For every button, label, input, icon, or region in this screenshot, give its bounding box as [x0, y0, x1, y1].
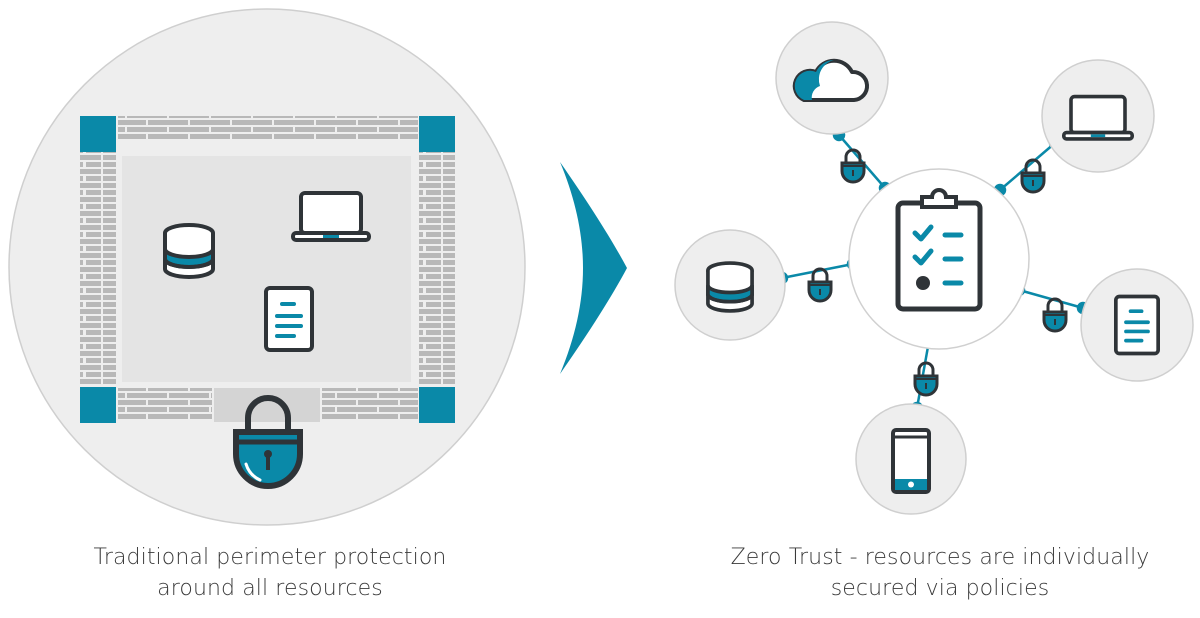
wall-left	[80, 150, 116, 386]
clipboard-checklist-icon	[895, 188, 983, 312]
padlock-icon	[913, 361, 939, 397]
wall-right	[419, 150, 455, 386]
corner-block	[419, 387, 455, 423]
corner-block	[80, 116, 116, 152]
zero-trust-panel	[674, 21, 1194, 515]
transition-arrow	[560, 162, 627, 374]
padlock-icon	[807, 267, 833, 303]
traditional-caption-line2: around all resources	[157, 576, 383, 601]
laptop-icon	[1062, 94, 1134, 141]
traditional-caption: Traditional perimeter protection around …	[60, 542, 480, 604]
padlock-icon	[840, 148, 866, 184]
wall-top	[118, 116, 418, 140]
corner-block	[80, 387, 116, 423]
padlock-icon	[1042, 297, 1068, 333]
zero-trust-caption: Zero Trust - resources are individually …	[690, 542, 1190, 604]
cloud-icon	[792, 58, 870, 102]
database-icon	[706, 261, 754, 313]
corner-block	[419, 116, 455, 152]
document-icon	[1113, 294, 1161, 356]
smartphone-icon	[891, 428, 931, 494]
wall-bottom-right	[322, 388, 418, 420]
padlock-icon	[233, 395, 303, 489]
zero-trust-caption-line2: secured via policies	[830, 576, 1050, 601]
traditional-perimeter-panel	[8, 8, 526, 526]
padlock-icon	[1020, 158, 1046, 194]
traditional-caption-line1: Traditional perimeter protection	[93, 545, 447, 570]
wall-bottom-left	[118, 388, 212, 420]
laptop-icon	[291, 191, 371, 242]
zero-trust-caption-line1: Zero Trust - resources are individually	[730, 545, 1150, 570]
gate	[214, 388, 320, 422]
database-icon	[163, 223, 215, 279]
document-icon	[264, 286, 314, 352]
